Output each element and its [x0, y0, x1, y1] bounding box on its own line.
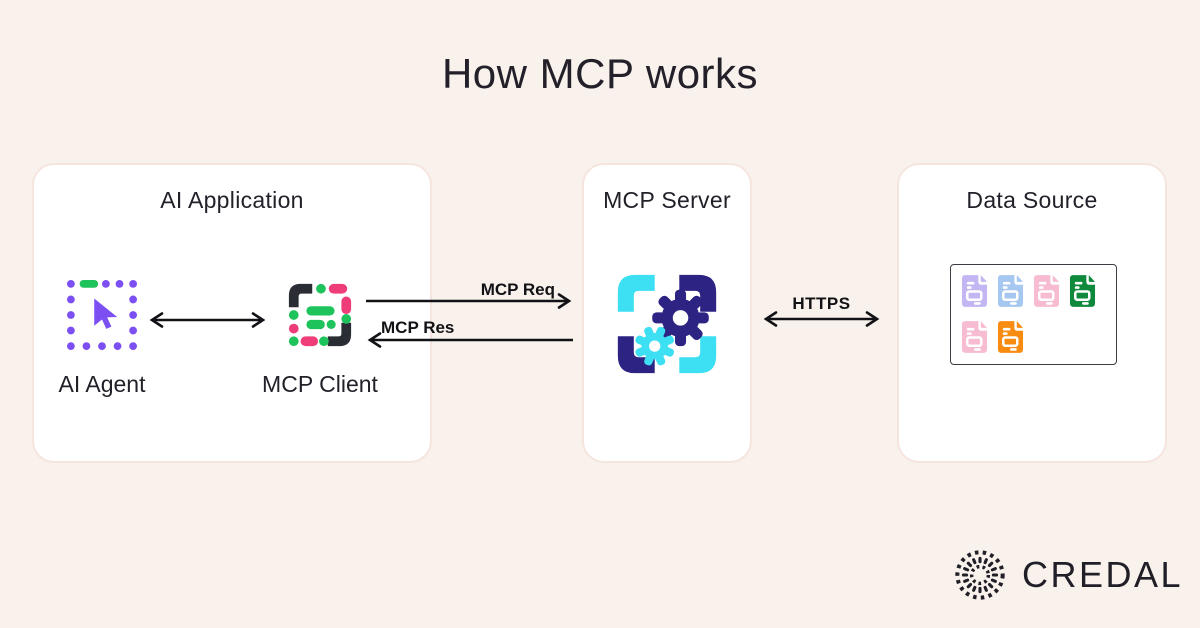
bracket-bottom-right — [679, 336, 717, 374]
card-data-source-title: Data Source — [966, 187, 1098, 213]
ai-agent-icon — [67, 280, 137, 350]
mcp-req-label: MCP Req — [480, 280, 555, 299]
card-ai-application: AI Application — [32, 163, 432, 463]
credal-logo: CREDAL — [953, 548, 1183, 602]
credal-logo-text: CREDAL — [1022, 554, 1184, 595]
mcp-client-icon — [288, 283, 352, 347]
document-green-icon — [1069, 275, 1096, 307]
document-lavender-icon — [961, 275, 988, 307]
https-label: HTTPS — [792, 294, 851, 313]
card-data-source: Data Source — [897, 163, 1167, 463]
page-title: How MCP works — [441, 50, 759, 97]
cursor-arrow-icon — [94, 298, 118, 329]
ai-agent-label: AI Agent — [58, 371, 146, 397]
mcp-res-label: MCP Res — [381, 318, 455, 337]
card-mcp-server-title: MCP Server — [603, 187, 731, 213]
mcp-client-label: MCP Client — [262, 371, 378, 397]
gear-small-icon — [635, 326, 674, 366]
document-grid — [950, 264, 1117, 365]
mcp-server-icon — [617, 274, 717, 374]
bracket-top-right — [679, 274, 717, 312]
document-orange-icon — [997, 321, 1024, 353]
document-blue-icon — [997, 275, 1024, 307]
green-dash — [79, 280, 99, 288]
bracket-top-left — [617, 274, 655, 312]
arrow-https — [763, 311, 880, 327]
document-pink-icon — [1033, 275, 1060, 307]
document-pink-icon — [961, 321, 988, 353]
credal-iris-icon — [955, 550, 1005, 600]
card-mcp-server: MCP Server — [582, 163, 752, 463]
card-ai-application-title: AI Application — [160, 187, 304, 213]
